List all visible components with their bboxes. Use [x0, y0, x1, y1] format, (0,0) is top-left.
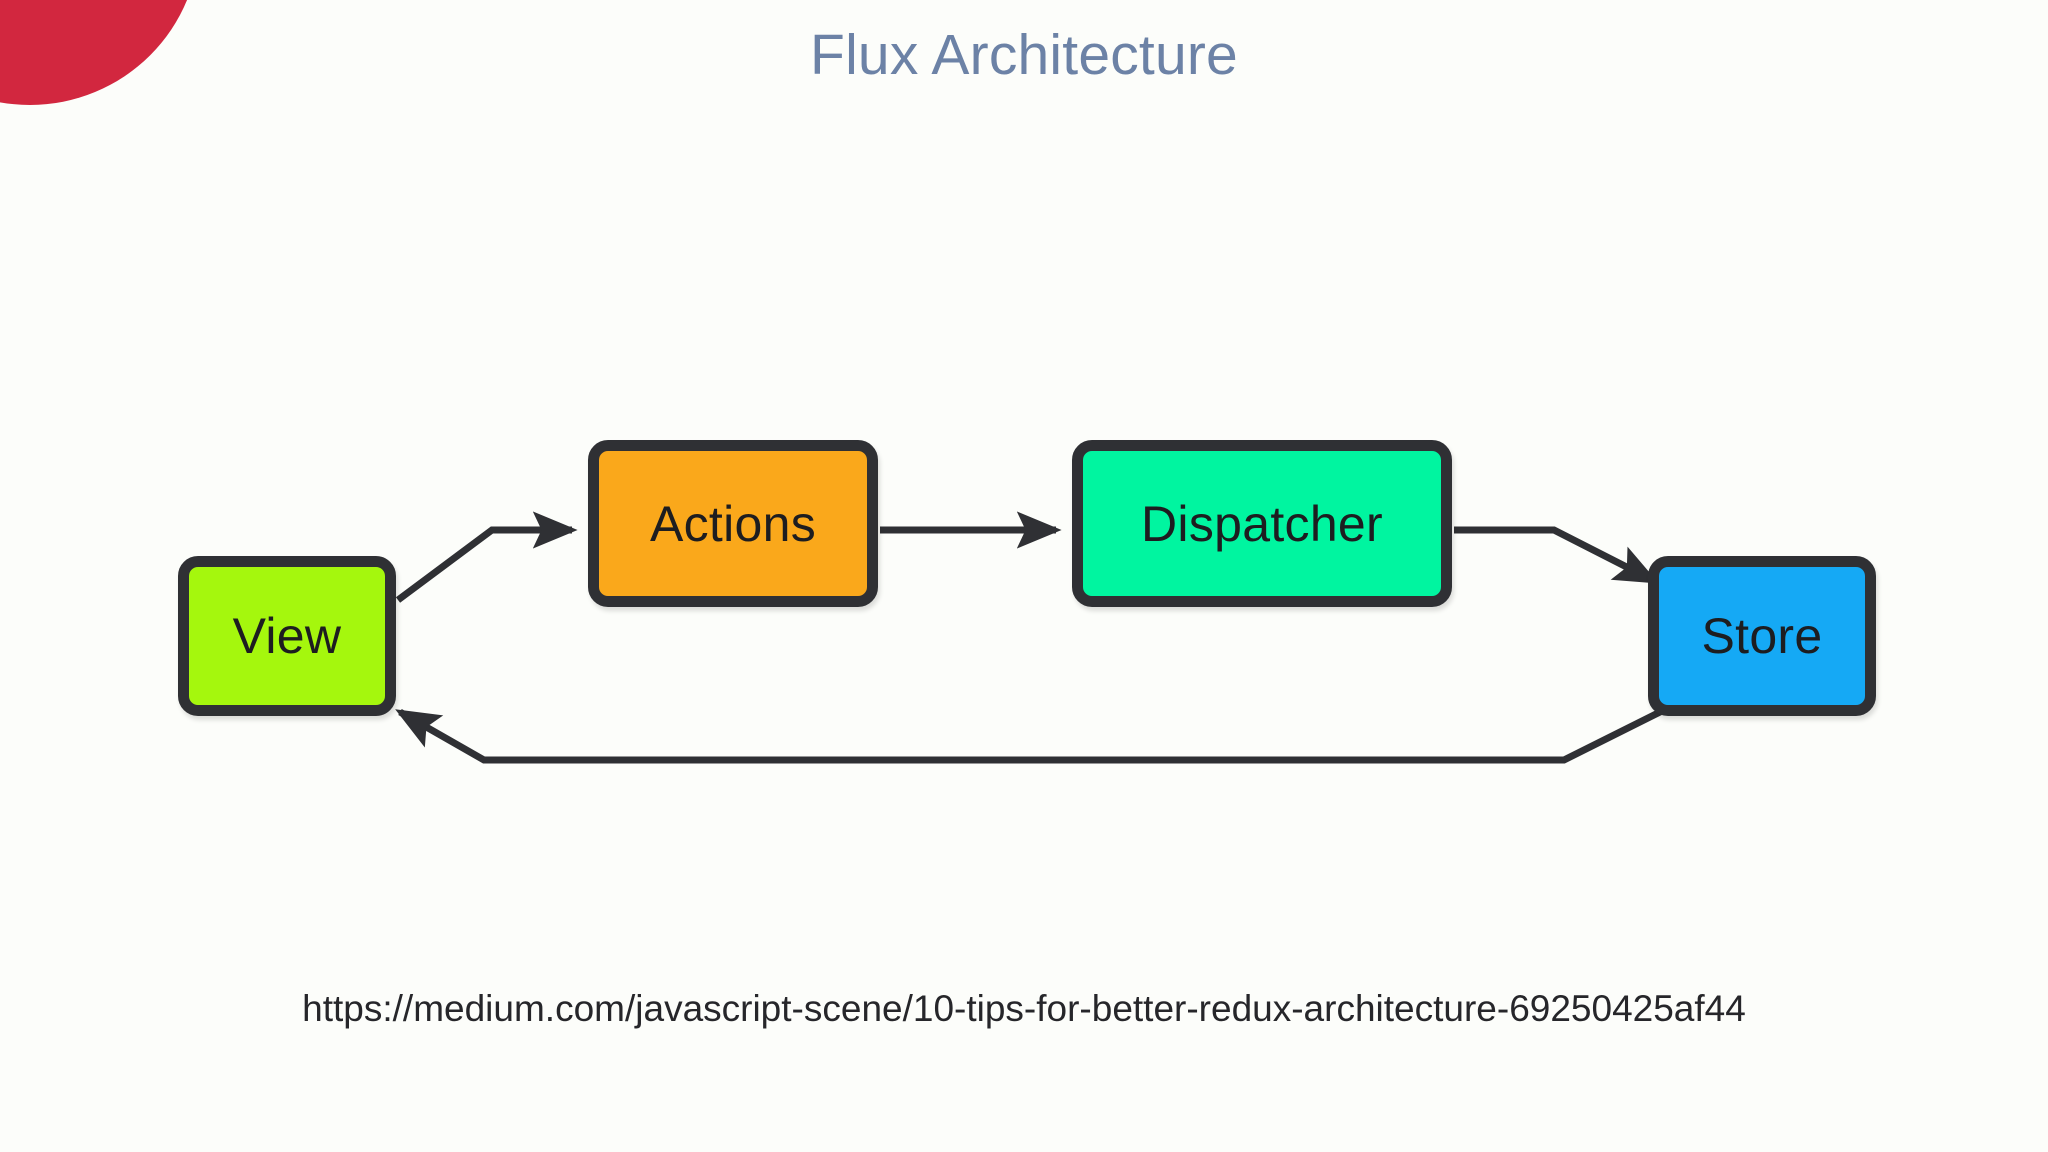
node-actions-label: Actions: [649, 495, 817, 552]
node-dispatcher-label: Dispatcher: [1141, 495, 1383, 552]
edge-dispatcher-to-store: [1454, 526, 1659, 585]
node-dispatcher[interactable]: Dispatcher: [1072, 440, 1452, 607]
node-actions[interactable]: Actions: [588, 440, 878, 607]
node-view-label: View: [232, 608, 342, 664]
page-title: Flux Architecture: [810, 23, 1238, 87]
node-view[interactable]: View: [178, 556, 396, 716]
source-url-caption: https://medium.com/javascript-scene/10-t…: [302, 988, 1746, 1029]
edge-view-to-actions: [395, 511, 578, 603]
edge-store-to-view: [395, 706, 1666, 764]
node-store[interactable]: Store: [1648, 556, 1876, 716]
node-store-label: Store: [1701, 608, 1823, 664]
